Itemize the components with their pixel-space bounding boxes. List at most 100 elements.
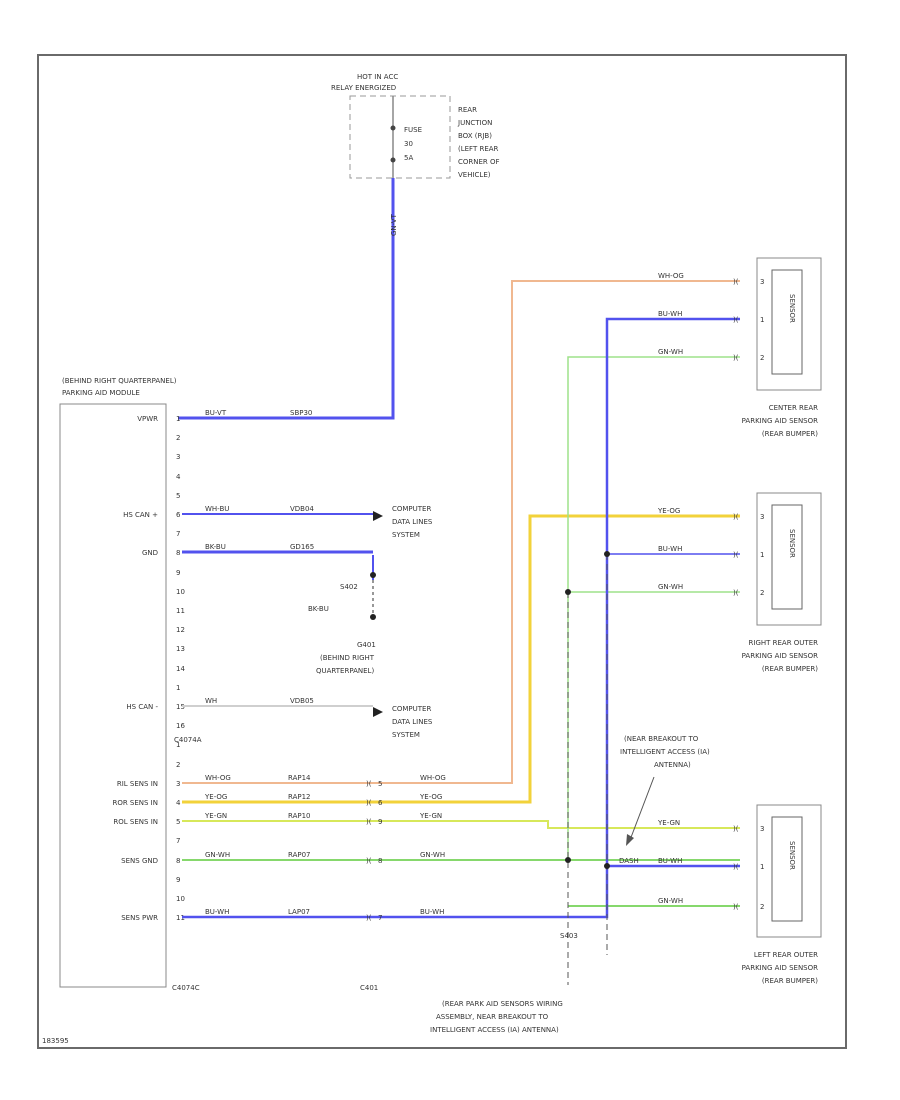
wire-color-label: BK-BU bbox=[205, 543, 226, 551]
computer-data-lines-top: COMPUTER DATA LINES SYSTEM bbox=[373, 505, 433, 539]
sensor-pin-number: 3 bbox=[760, 825, 764, 833]
sensor-connector-symbol: )( bbox=[733, 551, 739, 559]
sensor-body bbox=[771, 269, 803, 375]
wire-circuit-label: GD165 bbox=[290, 543, 314, 551]
splice-dot bbox=[565, 589, 571, 595]
diagram-id: 183595 bbox=[42, 1037, 69, 1045]
svg-text:(NEAR BREAKOUT TO: (NEAR BREAKOUT TO bbox=[624, 735, 699, 743]
wire-circuit-label: RAP07 bbox=[288, 851, 311, 859]
svg-text:CORNER OF: CORNER OF bbox=[458, 158, 500, 166]
sensor-frame bbox=[756, 257, 822, 391]
sensor-wire-color: WH-OG bbox=[658, 272, 684, 280]
sensor-wire-color: GN-WH bbox=[658, 583, 683, 591]
c401-symbol: )( bbox=[366, 780, 372, 788]
sensor-connector-symbol: )( bbox=[733, 589, 739, 597]
wire-circuit-label: LAP07 bbox=[288, 908, 310, 916]
module-pin-label: ROR SENS IN bbox=[112, 799, 158, 807]
module-pin-number: 14 bbox=[176, 665, 185, 673]
module-pin-number: 11 bbox=[176, 914, 185, 922]
module-pin-number: 5 bbox=[176, 818, 180, 826]
sensor-connector-symbol: )( bbox=[733, 903, 739, 911]
module-pin-number: 16 bbox=[176, 722, 185, 730]
svg-text:JUNCTION: JUNCTION bbox=[457, 119, 492, 127]
c401-symbol: )( bbox=[366, 914, 372, 922]
wire-color-label: BU-WH bbox=[420, 908, 444, 916]
module-pin-number: 1 bbox=[176, 415, 180, 423]
module-pin-number: 10 bbox=[176, 895, 185, 903]
module-pin-number: 3 bbox=[176, 780, 180, 788]
dash-wire-label: DASH bbox=[619, 857, 639, 865]
module-pin-number: 10 bbox=[176, 588, 185, 596]
ground-circuit: S402 BK-BU G401 (BEHIND RIGHT QUARTERPAN… bbox=[308, 555, 376, 675]
wire-circuit-label: VDB05 bbox=[290, 697, 314, 705]
module-pin-label: ROL SENS IN bbox=[113, 818, 158, 826]
svg-text:ASSEMBLY, NEAR BREAKOUT TO: ASSEMBLY, NEAR BREAKOUT TO bbox=[436, 1013, 549, 1021]
module-pin-number: 4 bbox=[176, 799, 181, 807]
sensor-connector-symbol: )( bbox=[733, 513, 739, 521]
svg-text:(BEHIND RIGHT QUARTERPANEL): (BEHIND RIGHT QUARTERPANEL) bbox=[62, 377, 177, 385]
sensor-name: PARKING AID SENSOR bbox=[742, 964, 818, 972]
module-pin-number: 12 bbox=[176, 626, 185, 634]
svg-text:BOX (RJB): BOX (RJB) bbox=[458, 132, 492, 140]
sensor-name: (REAR BUMPER) bbox=[762, 977, 818, 985]
sensor-pin-number: 1 bbox=[760, 316, 764, 324]
sensor-pin-number: 2 bbox=[760, 354, 764, 362]
ror-sens-wire bbox=[182, 514, 740, 804]
sensor-wire-color: GN-WH bbox=[658, 897, 683, 905]
module-pin-label: SENS GND bbox=[121, 857, 158, 865]
module-pin-number: 4 bbox=[176, 473, 181, 481]
wire-color-label: WH bbox=[205, 697, 217, 705]
module-pin-number: 2 bbox=[176, 761, 180, 769]
sensor-name: (REAR BUMPER) bbox=[762, 665, 818, 673]
wire-color-label: WH-BU bbox=[205, 505, 229, 513]
sensor-connector-symbol: )( bbox=[733, 825, 739, 833]
splice-dot bbox=[565, 857, 571, 863]
svg-text:DATA LINES: DATA LINES bbox=[392, 518, 433, 526]
module-pin-number: 9 bbox=[176, 876, 180, 884]
parking-aid-module: (BEHIND RIGHT QUARTERPANEL) PARKING AID … bbox=[59, 377, 202, 992]
module-pin-number: 8 bbox=[176, 857, 180, 865]
svg-text:(REAR PARK AID SENSORS WIRING: (REAR PARK AID SENSORS WIRING bbox=[442, 1000, 563, 1008]
svg-text:VEHICLE): VEHICLE) bbox=[458, 171, 491, 179]
module-pin-number: 13 bbox=[176, 645, 185, 653]
svg-text:COMPUTER: COMPUTER bbox=[392, 505, 431, 513]
sensor-label: SENSOR bbox=[788, 294, 796, 323]
wire-color-label: YE-OG bbox=[419, 793, 442, 801]
computer-data-lines-bottom: COMPUTER DATA LINES SYSTEM bbox=[373, 705, 433, 739]
ril-sens-wire bbox=[182, 280, 740, 784]
module-pin-number: 1 bbox=[176, 684, 180, 692]
c401-pin: 6 bbox=[378, 799, 383, 807]
diagram-frame bbox=[37, 54, 847, 1049]
svg-text:(LEFT REAR: (LEFT REAR bbox=[458, 145, 499, 153]
module-pin-number: 5 bbox=[176, 492, 180, 500]
sensor-frame bbox=[756, 804, 822, 938]
svg-text:REAR: REAR bbox=[458, 106, 477, 114]
wire-color-label: BU-VT bbox=[205, 409, 227, 417]
module-pin-label: RIL SENS IN bbox=[117, 780, 158, 788]
sensor-connector-symbol: )( bbox=[733, 316, 739, 324]
wire-color-label: WH-OG bbox=[205, 774, 231, 782]
wire-circuit-label: RAP10 bbox=[288, 812, 311, 820]
sens-gnd-branch bbox=[567, 356, 740, 860]
svg-text:QUARTERPANEL): QUARTERPANEL) bbox=[316, 667, 374, 675]
wire-color-label: GN-WH bbox=[205, 851, 230, 859]
sensor-pin-number: 2 bbox=[760, 903, 764, 911]
c401-symbol: )( bbox=[366, 818, 372, 826]
module-pin-number: 7 bbox=[176, 530, 180, 538]
sensor-body bbox=[771, 504, 803, 610]
svg-text:RELAY ENERGIZED: RELAY ENERGIZED bbox=[331, 84, 396, 92]
module-pin-number: 3 bbox=[176, 453, 180, 461]
module-pin-label: SENS PWR bbox=[121, 914, 158, 922]
svg-text:SYSTEM: SYSTEM bbox=[392, 731, 420, 739]
module-pin-number: 11 bbox=[176, 607, 185, 615]
module-pin-number: 1 bbox=[176, 741, 180, 749]
sensor-wire-color: BU-WH bbox=[658, 310, 682, 318]
svg-text:DATA LINES: DATA LINES bbox=[392, 718, 433, 726]
module-pin-number: 9 bbox=[176, 569, 180, 577]
svg-text:(BEHIND RIGHT: (BEHIND RIGHT bbox=[320, 654, 375, 662]
wire-circuit-label: RAP14 bbox=[288, 774, 311, 782]
sensor-pin-number: 3 bbox=[760, 278, 764, 286]
sensor-label: SENSOR bbox=[788, 841, 796, 870]
